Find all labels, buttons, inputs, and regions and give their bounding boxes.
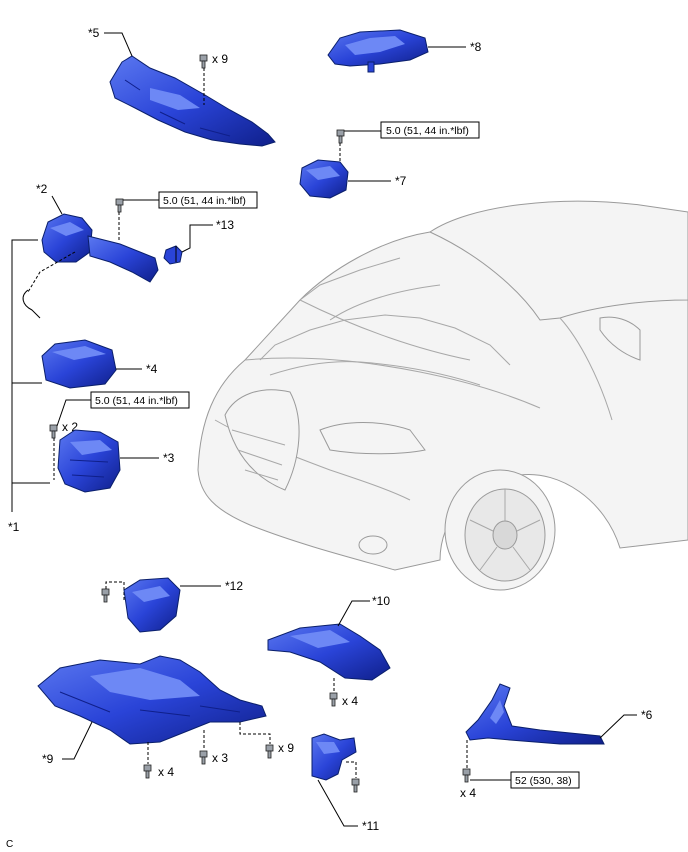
torque-box-7 — [380, 121, 480, 139]
part-9-engine-under-cover — [37, 655, 267, 745]
bolt-icon — [329, 692, 338, 707]
quantity-label-6: x 4 — [460, 786, 476, 800]
quantity-label-9b: x 3 — [212, 751, 228, 765]
part-11-seal — [311, 733, 357, 781]
figure-code: C — [6, 839, 13, 850]
part-6-brace — [465, 683, 605, 745]
callout-label-12: *12 — [225, 579, 243, 593]
part-7-bracket — [299, 159, 349, 199]
bolt-icon — [101, 588, 110, 603]
part-4-cover — [41, 339, 117, 389]
part-13-clip — [163, 245, 183, 265]
part-8-cover — [327, 29, 429, 73]
callout-label-4: *4 — [146, 362, 158, 376]
callout-label-9: *9 — [42, 752, 54, 766]
bolt-icon — [336, 129, 345, 144]
part-5-cowl-cover — [109, 55, 276, 147]
callout-label-1: *1 — [8, 520, 20, 534]
bolt-icon — [49, 424, 58, 439]
callout-label-11: *11 — [362, 819, 379, 833]
torque-label-7: 5.0 (51, 44 in.*lbf) — [386, 125, 469, 137]
torque-label-6: 52 (530, 38) — [515, 775, 572, 787]
callout-label-10: *10 — [372, 594, 390, 608]
callout-label-7: *7 — [395, 174, 407, 188]
vehicle-illustration — [197, 200, 688, 591]
quantity-label-9c: x 9 — [278, 741, 294, 755]
bolt-icon — [115, 198, 124, 213]
callout-label-8: *8 — [470, 40, 482, 54]
torque-label-3: 5.0 (51, 44 in.*lbf) — [95, 395, 178, 407]
quantity-label-10: x 4 — [342, 694, 358, 708]
callout-label-6: *6 — [641, 708, 653, 722]
callout-label-13: *13 — [216, 218, 234, 232]
bolt-icon — [265, 744, 274, 759]
quantity-label-9a: x 4 — [158, 765, 174, 779]
part-2-air-cleaner — [41, 213, 159, 283]
callout-label-3: *3 — [163, 451, 175, 465]
bolt-icon — [462, 768, 471, 783]
bolt-icon — [143, 764, 152, 779]
callout-label-5: *5 — [88, 26, 100, 40]
bolt-icon — [351, 778, 360, 793]
part-3-battery-tray — [57, 429, 121, 493]
torque-label-2: 5.0 (51, 44 in.*lbf) — [163, 195, 246, 207]
part-12-bracket — [123, 577, 181, 633]
callout-label-2: *2 — [36, 182, 48, 196]
quantity-label-5: x 9 — [212, 52, 228, 66]
part-10-under-cover — [267, 623, 391, 681]
bolt-icon — [199, 54, 208, 69]
bolt-icon — [199, 750, 208, 765]
